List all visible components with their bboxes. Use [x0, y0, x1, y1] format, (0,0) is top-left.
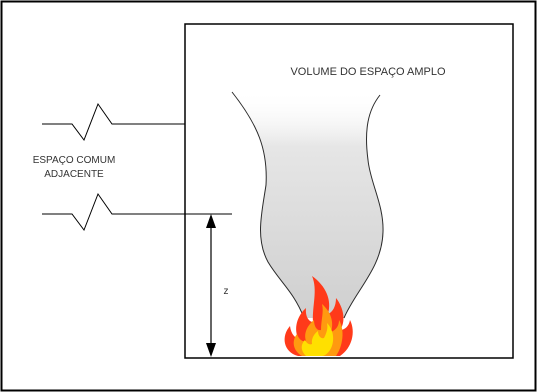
lower-break-line-icon — [42, 192, 232, 232]
height-double-arrow-icon — [206, 214, 216, 357]
fire-icon — [284, 276, 353, 356]
plume-left-edge — [231, 91, 305, 319]
plume-right-edge — [343, 94, 384, 319]
adjacent-space-label-line2: ADJACENTE — [44, 169, 104, 180]
height-label: z — [224, 286, 229, 297]
upper-break-line-icon — [42, 102, 185, 142]
adjacent-space-label-line1: ESPAÇO COMUM — [33, 155, 116, 166]
volume-label: VOLUME DO ESPAÇO AMPLO — [290, 66, 446, 78]
smoke-plume — [231, 89, 384, 319]
